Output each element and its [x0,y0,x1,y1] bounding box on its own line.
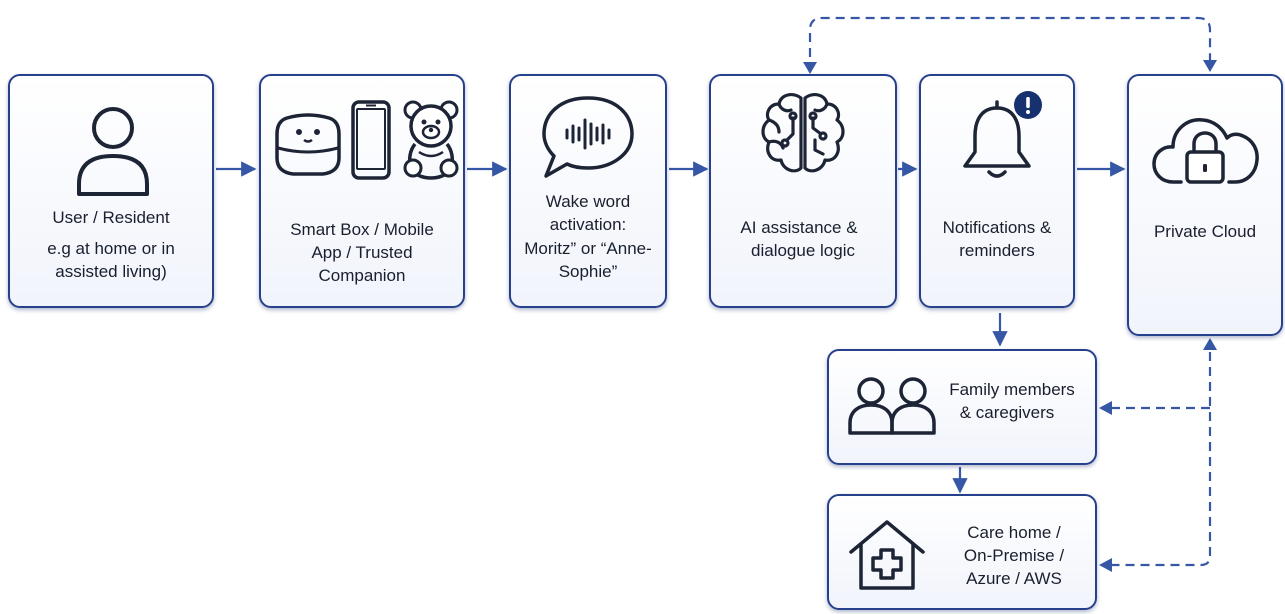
user-label-line1: User / Resident [52,208,170,227]
cloud-label: Private Cloud [1153,222,1257,241]
house-medical-icon [849,520,925,590]
carehome-label-line2: On-Premise / [963,546,1065,565]
brain-circuit-icon [761,93,845,173]
wake-word-node: Wake word activation: Moritz” or “Anne- … [509,74,667,308]
ai-label-line2: dialogue logic [751,241,855,260]
notifications-node: Notifications & reminders [919,74,1075,308]
user-resident-node: User / Resident e.g at home or in assist… [8,74,214,308]
notifications-label-line2: reminders [959,241,1035,260]
phone-icon [351,100,391,180]
smartbox-label-line1: Smart Box / Mobile [290,220,434,239]
ai-assistance-node: AI assistance & dialogue logic [709,74,897,308]
wakeword-label-line4: Sophie” [558,262,618,281]
notifications-label-line1: Notifications & [942,218,1052,237]
wakeword-label-line1: Wake word [545,192,631,211]
wakeword-label-line2: activation: [549,215,627,234]
family-caregivers-node: Family members & caregivers [827,349,1097,465]
wakeword-label-line3: Moritz” or “Anne- [524,239,652,258]
family-label-line2: & caregivers [959,403,1055,422]
ai-label-line1: AI assistance & [740,218,858,237]
teddy-bear-icon [403,100,459,180]
dashed-cloud-to-family-carehome [1105,352,1212,567]
private-cloud-node: Private Cloud [1127,74,1283,336]
speech-wave-icon [542,96,634,178]
user-label-line2: e.g at home or in [47,239,175,258]
user-label-line3: assisted living) [55,262,167,281]
bell-alert-icon [963,100,1031,178]
alert-badge-icon [1014,91,1042,119]
person-icon [77,107,149,196]
smart-box-node: Smart Box / Mobile App / Trusted Compani… [259,74,465,308]
carehome-label-line3: Azure / AWS [966,569,1062,588]
family-label-line1: Family members [949,380,1075,399]
people-icon [848,377,936,435]
carehome-label-line1: Care home / [967,523,1061,542]
care-home-node: Care home / On-Premise / Azure / AWS [827,494,1097,610]
smartbox-label-line2: App / Trusted [311,243,413,262]
smartbox-label-line3: Companion [318,266,406,285]
cloud-lock-icon [1152,118,1259,184]
smart-box-icon [275,113,341,176]
dashed-ai-cloud-loop [808,16,1212,72]
